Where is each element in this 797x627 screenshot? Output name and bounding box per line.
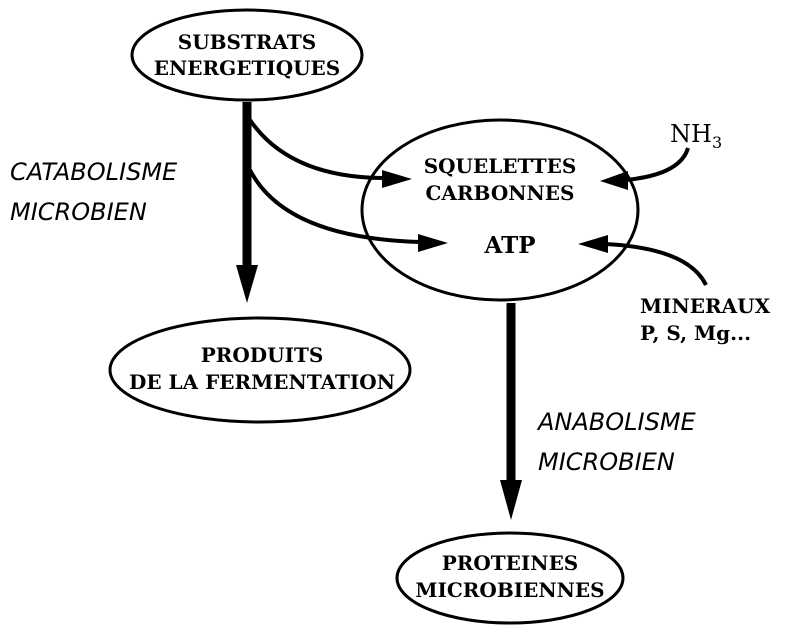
catabolism-arrow-head [236,265,258,303]
anabolisme-line1: ANABOLISME [536,408,697,436]
catabolisme-line1: CATABOLISME [10,158,178,186]
anabolism-arrow-head [500,480,522,520]
proteines-ellipse [395,531,625,625]
produits-line2: DE LA FERMENTATION [129,370,395,394]
squelettes-line2: CARBONNES [425,181,574,205]
nh3-main: NH [670,120,712,148]
mineraux-arrow-head [578,235,608,253]
squelettes-line1: SQUELETTES [424,154,577,178]
substrats-line2: ENERGETIQUES [154,56,341,80]
nh3-arrow [624,147,690,182]
produits-ellipse [108,316,412,424]
squelettes-ellipse [360,118,640,302]
curve-to-squelettes [248,118,386,180]
anabolisme-line2: MICROBIEN [538,448,675,476]
substrats-line1: SUBSTRATS [178,30,317,54]
mineraux-arrow [604,242,708,286]
catabolisme-line2: MICROBIEN [10,198,147,226]
produits-line1: PRODUITS [201,343,324,367]
atp-label: ATP [484,232,536,259]
mineraux-line1: MINERAUX [640,294,771,318]
nh3-label: NH3 [670,120,722,152]
proteines-line2: MICROBIENNES [415,578,604,602]
proteines-line1: PROTEINES [442,551,579,575]
curve-to-atp [248,169,421,244]
curve-to-atp-head [418,234,448,252]
nh3-arrow-head [600,171,628,190]
substrats-ellipse [130,8,364,102]
nh3-subscript: 3 [712,133,722,152]
mineraux-line2: P, S, Mg... [640,321,751,345]
curve-to-squelettes-head [382,170,412,188]
